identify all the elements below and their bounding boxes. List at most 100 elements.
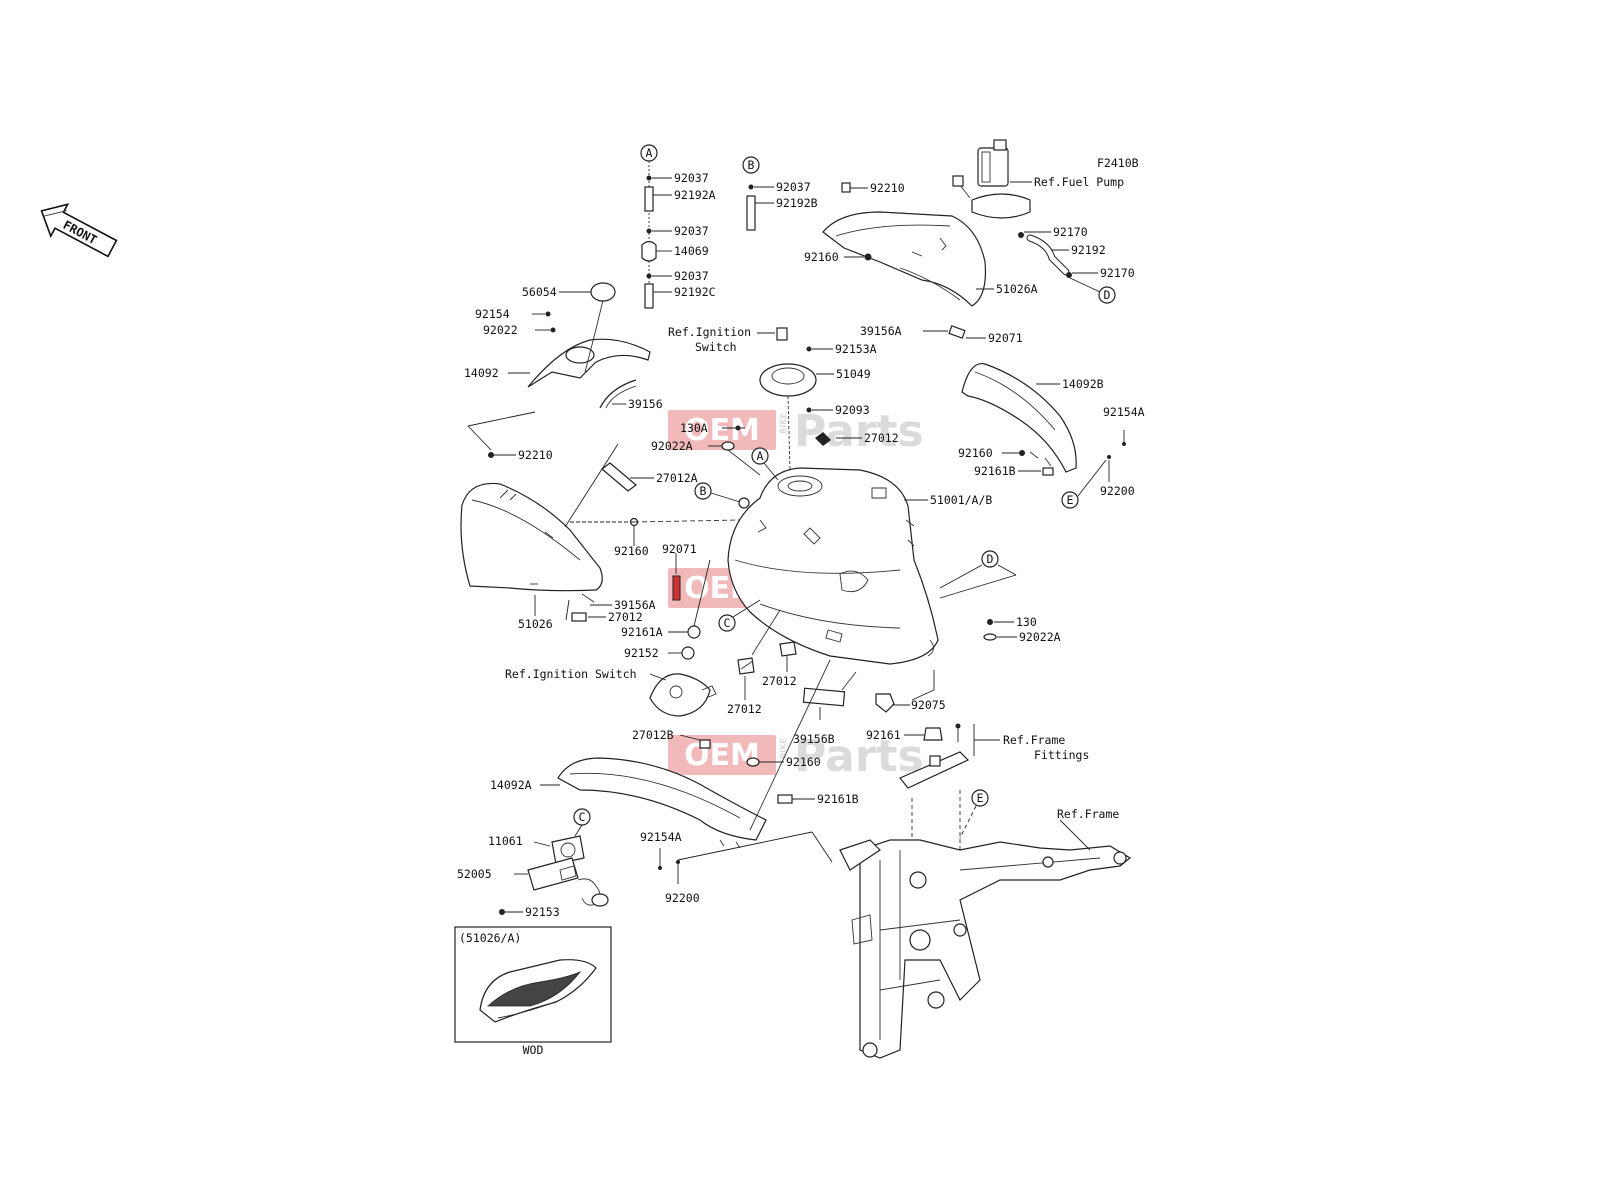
part-label: 27012 — [762, 674, 797, 688]
part-label: 92022A — [651, 439, 693, 453]
part-label: 92154 — [475, 307, 510, 321]
part-label: 14092 — [464, 366, 499, 380]
part-label: 92022A — [1019, 630, 1061, 644]
part-label: 92153 — [525, 905, 560, 919]
reference-label: Ref.Frame — [1057, 807, 1119, 821]
callout-letter: E — [977, 791, 984, 805]
tank-bolt-parts — [875, 619, 1017, 713]
frame-ref: E — [839, 789, 1132, 1059]
part-label: 56054 — [522, 285, 557, 299]
fuel-hose-assembly-b: B — [742, 156, 868, 231]
tank-cover-14092a — [540, 659, 833, 884]
part-label: 92210 — [870, 181, 905, 195]
reference-label: Ref.Fuel Pump — [1034, 175, 1124, 189]
part-label: 27012A — [656, 471, 698, 485]
part-label: 39156A — [614, 598, 656, 612]
svg-text:Parts: Parts — [794, 406, 924, 457]
part-label: 52005 — [457, 867, 492, 881]
part-label: 92192C — [674, 285, 716, 299]
inset-label: (51026/A) — [459, 931, 521, 945]
reference-label: Ref.Frame — [1003, 733, 1065, 747]
callout-letter: C — [724, 616, 731, 630]
part-label: 14092B — [1062, 377, 1104, 391]
callout-letter: C — [579, 810, 586, 824]
callout-letter: A — [646, 146, 653, 160]
part-label: 51026 — [518, 617, 553, 631]
part-label: 27012 — [864, 431, 899, 445]
ignition-switch-ref — [649, 553, 717, 717]
svg-text:BIKE: BIKE — [779, 413, 788, 434]
part-label: 14092A — [490, 778, 532, 792]
part-label: 92170 — [1053, 225, 1088, 239]
tank-cover-14092 — [508, 282, 651, 409]
reference-label: Ref.Ignition — [668, 325, 751, 339]
variant-inset — [454, 926, 612, 1043]
fuel-pump-ref — [952, 139, 1032, 219]
svg-text:Parts: Parts — [794, 731, 924, 782]
part-label: 92200 — [1100, 484, 1135, 498]
fuel-cap-51049 — [757, 327, 834, 471]
part-label: 92075 — [911, 698, 946, 712]
part-label: 92160 — [804, 250, 839, 264]
callout-letter: B — [700, 484, 707, 498]
part-label: 92154A — [640, 830, 682, 844]
part-label: 92161B — [817, 792, 859, 806]
part-label: 92161A — [621, 625, 663, 639]
part-label: 27012B — [632, 728, 674, 742]
part-label: 39156A — [860, 324, 902, 338]
reference-label: Fittings — [1034, 748, 1089, 762]
part-label: 92152 — [624, 646, 659, 660]
grommet-lock-assembly: C — [499, 808, 609, 915]
diagram-id: F2410B — [1097, 156, 1139, 170]
part-label: 92192 — [1071, 243, 1106, 257]
part-label: 92160 — [786, 755, 821, 769]
side-cover-51026a — [822, 211, 994, 339]
svg-text:OEM: OEM — [684, 413, 760, 448]
part-label: 92037 — [674, 171, 709, 185]
part-label: 92154A — [1103, 405, 1145, 419]
reference-label: Ref.Ignition Switch — [505, 667, 637, 681]
callout-letter: E — [1067, 493, 1074, 507]
part-label: 39156B — [793, 732, 835, 746]
part-label: 92192A — [674, 188, 716, 202]
part-label: 92192B — [776, 196, 818, 210]
part-label: 92160 — [614, 544, 649, 558]
frame-fittings-ref — [899, 723, 1000, 789]
callout-letter: A — [757, 449, 764, 463]
callout-letter: D — [1104, 288, 1111, 302]
part-label: 92160 — [958, 446, 993, 460]
part-label: 92093 — [835, 403, 870, 417]
part-label: 92037 — [674, 224, 709, 238]
part-label: 130 — [1016, 615, 1037, 629]
part-label: 92153A — [835, 342, 877, 356]
part-label: 92161 — [866, 728, 901, 742]
front-arrow: FRONT — [40, 203, 118, 258]
part-label: 92037 — [674, 269, 709, 283]
fuel-hose-assembly-a: A — [640, 144, 672, 309]
part-label: 39156 — [628, 397, 663, 411]
part-label: 92200 — [665, 891, 700, 905]
callout-letter: D — [987, 552, 994, 566]
part-label: 92210 — [518, 448, 553, 462]
svg-text:OEM: OEM — [684, 738, 760, 773]
callout-letter: B — [748, 158, 755, 172]
fuel-hose-92192: D — [1018, 231, 1116, 304]
part-label: 92170 — [1100, 266, 1135, 280]
part-label: 27012 — [727, 702, 762, 716]
part-label: 92071 — [988, 331, 1023, 345]
label-stickers — [737, 609, 857, 720]
inset-caption: WOD — [523, 1043, 544, 1057]
part-label: 92161B — [974, 464, 1016, 478]
part-label: 51001/A/B — [930, 493, 992, 507]
reference-label: Switch — [695, 340, 737, 354]
side-cover-51026 — [460, 411, 741, 622]
part-label: 11061 — [488, 834, 523, 848]
part-label: 27012 — [608, 610, 643, 624]
svg-text:BIKE: BIKE — [779, 738, 788, 759]
part-label: 92037 — [776, 180, 811, 194]
tank-cover-14092b: E — [961, 362, 1126, 509]
part-label: 92022 — [483, 323, 518, 337]
part-label: 130A — [680, 421, 708, 435]
part-label: 51049 — [836, 367, 871, 381]
